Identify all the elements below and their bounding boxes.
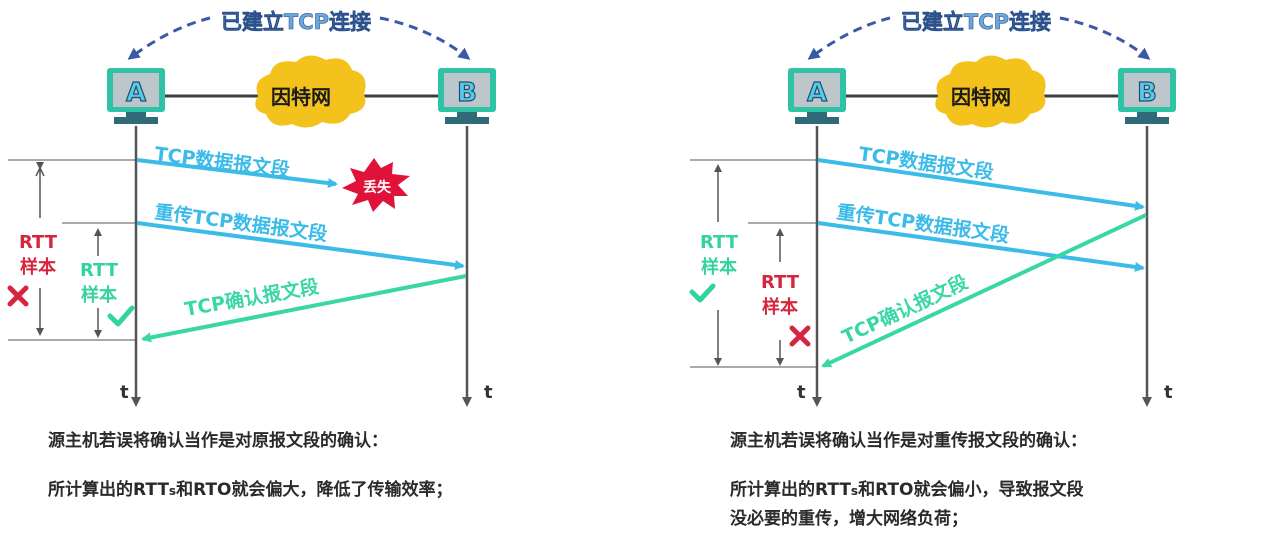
host-a-computer-icon bbox=[107, 68, 165, 124]
data-segment-label: TCP数据报文段 bbox=[153, 142, 292, 182]
connection-header: 已建立TCP连接 bbox=[221, 10, 371, 34]
retransmit-segment-arrow bbox=[136, 221, 465, 270]
check-icon bbox=[689, 283, 716, 303]
host-b-label: B bbox=[1137, 78, 1157, 108]
host-a-computer-icon bbox=[788, 68, 846, 124]
rtt-sample-green-line2: 样本 bbox=[81, 284, 117, 306]
time-label-a: t bbox=[797, 382, 806, 403]
time-label-b: t bbox=[484, 382, 493, 403]
retransmit-segment-label: 重传TCP数据报文段 bbox=[835, 200, 1011, 247]
ack-segment-label: TCP确认报文段 bbox=[838, 270, 972, 349]
right-panel: 已建立TCP连接 因特网 A B t t bbox=[689, 10, 1176, 407]
right-caption-sub: s bbox=[850, 484, 859, 498]
time-label-b: t bbox=[1164, 382, 1173, 403]
internet-cloud-icon bbox=[255, 55, 366, 128]
host-b-computer-icon bbox=[1118, 68, 1176, 124]
left-caption-line1: 源主机若误将确认当作是对原报文段的确认： bbox=[48, 431, 388, 451]
internet-label: 因特网 bbox=[271, 85, 331, 109]
right-caption-pre: 所计算出的RTT bbox=[730, 480, 851, 500]
connection-dashed-arrow bbox=[807, 16, 891, 60]
right-caption-line3: 没必要的重传，增大网络负荷； bbox=[730, 509, 968, 529]
host-b-label: B bbox=[457, 78, 477, 108]
ack-segment-label: TCP确认报文段 bbox=[183, 275, 322, 321]
rtt-sample-red-line1: RTT bbox=[761, 272, 800, 293]
rtt-sample-green-line2: 样本 bbox=[701, 256, 737, 278]
data-segment-arrow bbox=[817, 158, 1145, 211]
ack-segment-arrow bbox=[821, 213, 1147, 368]
cross-icon bbox=[7, 285, 29, 307]
connection-header: 已建立TCP连接 bbox=[901, 10, 1051, 34]
time-label-a: t bbox=[120, 382, 129, 403]
rtt-sample-red-line2: 样本 bbox=[762, 296, 798, 318]
right-caption-line1: 源主机若误将确认当作是对重传报文段的确认： bbox=[730, 431, 1087, 451]
connection-dashed-arrow bbox=[379, 16, 471, 60]
retransmit-segment-arrow bbox=[817, 221, 1145, 272]
host-a-label: A bbox=[807, 78, 827, 108]
right-caption-line2: 所计算出的RTTs和RTO就会偏小，导致报文段 bbox=[730, 477, 1083, 504]
left-caption-post: 和RTO就会偏大，降低了传输效率； bbox=[176, 480, 453, 500]
ack-segment-arrow bbox=[141, 274, 467, 343]
rtt-sample-red-line1: RTT bbox=[19, 232, 58, 253]
lost-burst-icon bbox=[342, 158, 410, 212]
connection-dashed-arrow bbox=[127, 16, 211, 60]
left-caption-sub: s bbox=[168, 484, 177, 498]
host-b-computer-icon bbox=[438, 68, 496, 124]
internet-label: 因特网 bbox=[951, 85, 1011, 109]
right-caption-post: 和RTO就会偏小，导致报文段 bbox=[858, 480, 1084, 500]
data-segment-arrow bbox=[136, 158, 338, 189]
retransmit-segment-label: 重传TCP数据报文段 bbox=[153, 200, 329, 246]
internet-cloud-icon bbox=[935, 55, 1046, 128]
left-caption-line2: 所计算出的RTTs和RTO就会偏大，降低了传输效率； bbox=[48, 477, 452, 504]
lost-label: 丢失 bbox=[363, 179, 392, 196]
rtt-sample-red-line2: 样本 bbox=[20, 256, 56, 278]
host-a-label: A bbox=[126, 78, 146, 108]
connection-dashed-arrow bbox=[1059, 16, 1151, 60]
rtt-sample-green-line1: RTT bbox=[700, 232, 739, 253]
rtt-sample-green-line1: RTT bbox=[80, 260, 119, 281]
check-icon bbox=[107, 305, 135, 327]
left-panel: 已建立TCP连接 因特网 A B t t bbox=[7, 10, 496, 407]
left-caption-pre: 所计算出的RTT bbox=[48, 480, 169, 500]
cross-icon bbox=[789, 325, 811, 347]
